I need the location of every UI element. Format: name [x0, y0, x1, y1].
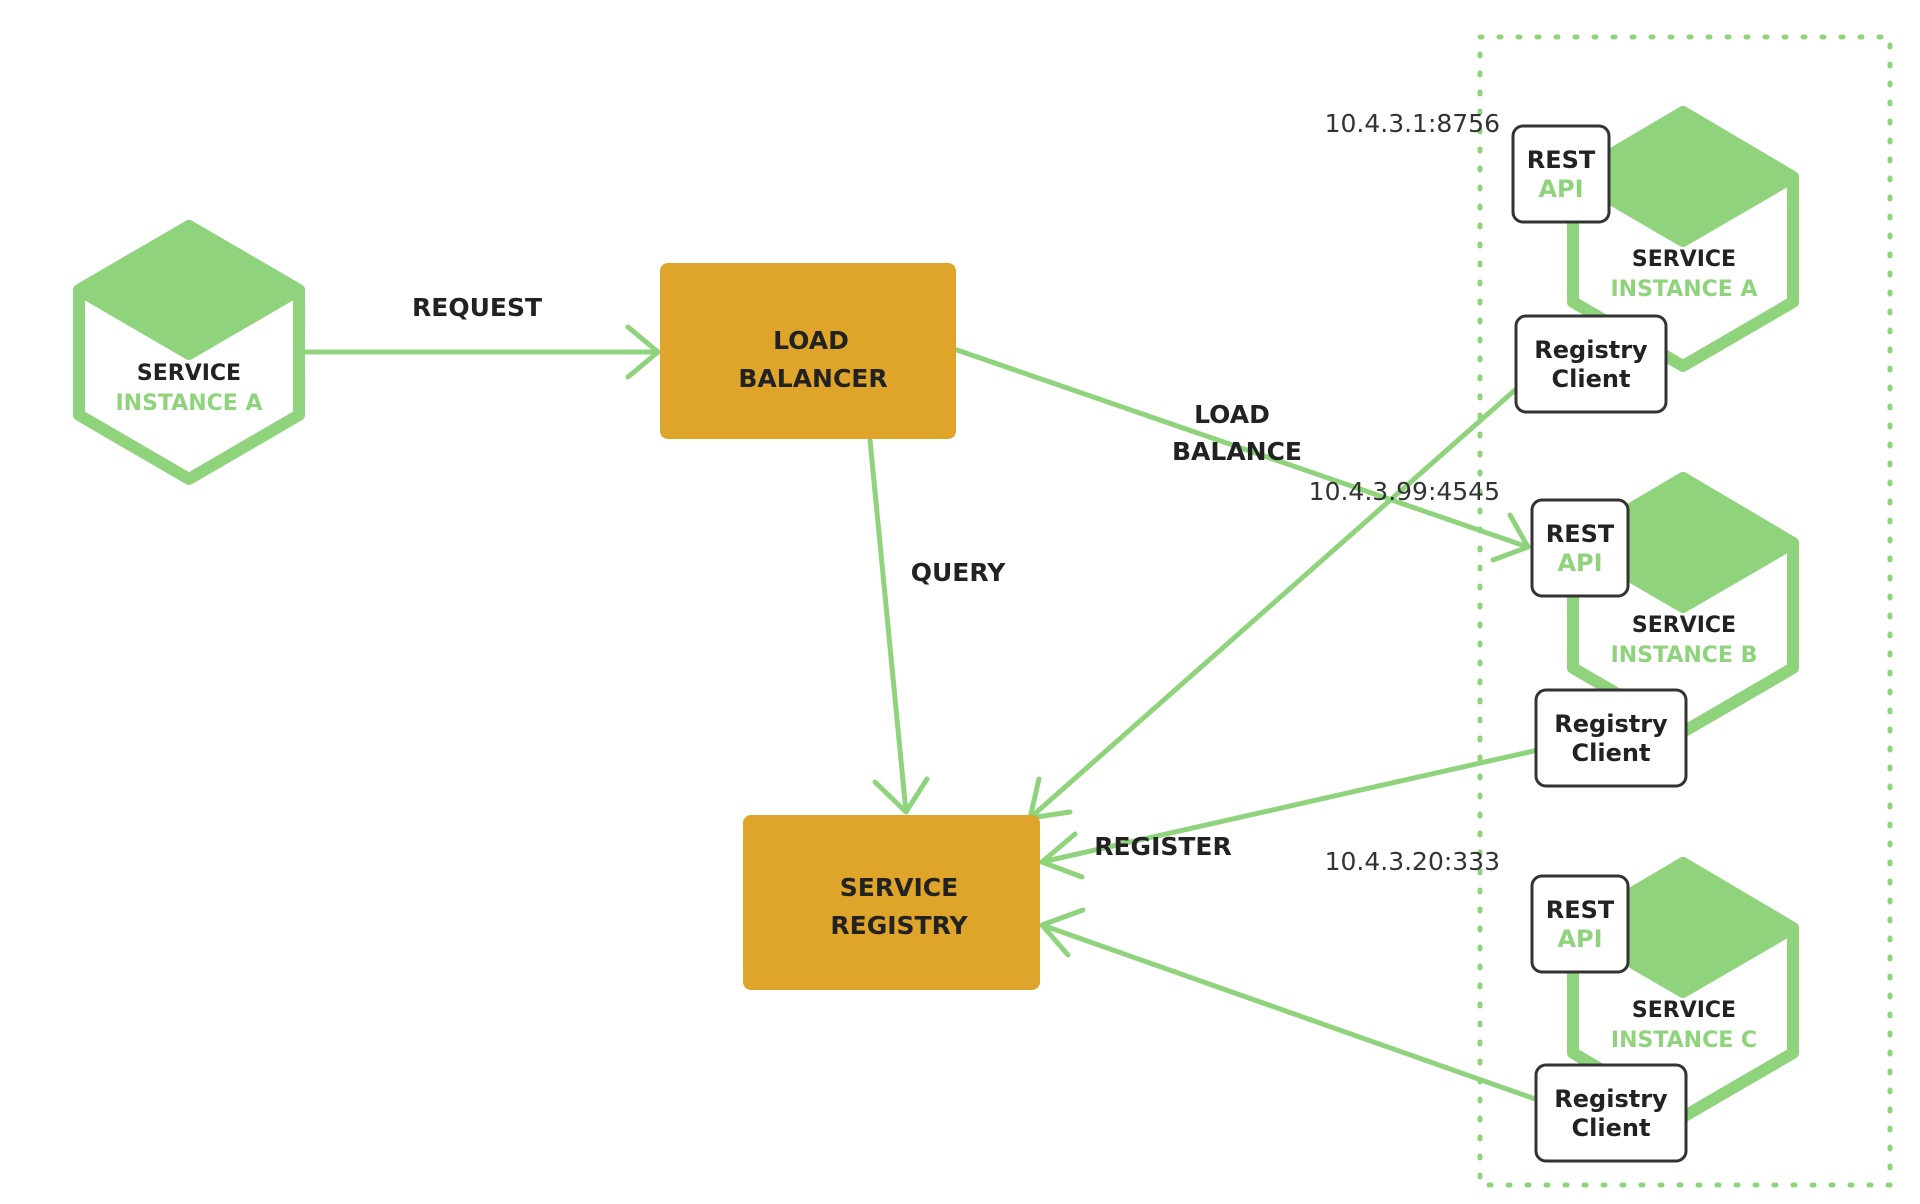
instance-a-registry-label: Registry	[1534, 336, 1648, 364]
instance-c-registry-label: Registry	[1554, 1085, 1668, 1113]
instance-c-title: SERVICE	[1632, 998, 1736, 1023]
client-title: SERVICE	[137, 361, 241, 386]
request-label: REQUEST	[412, 293, 542, 322]
register-arrowhead-c	[1039, 907, 1086, 958]
load-balancer-line1: LOAD	[773, 326, 849, 355]
query-edge	[867, 437, 909, 815]
instance-a-title: SERVICE	[1632, 247, 1736, 272]
instance-c-rest-api	[1530, 874, 1630, 974]
request-arrowhead	[625, 324, 661, 380]
instance-b-rest-api	[1530, 498, 1630, 598]
instance-a-rest-api	[1511, 124, 1611, 224]
instance-b-api-label: API	[1557, 549, 1602, 577]
instance-c-subtitle: INSTANCE C	[1611, 1028, 1757, 1053]
instance-b-registry-label: Registry	[1554, 710, 1668, 738]
instance-a-client-label: Client	[1552, 365, 1631, 393]
instance-a-api-label: API	[1538, 175, 1583, 203]
register-arrowhead-b	[1039, 831, 1085, 880]
instance-a-rest-label: REST	[1527, 146, 1596, 174]
register-edge-b	[1039, 747, 1541, 865]
client-hexagon-top	[73, 220, 305, 360]
load-balancer-line2: BALANCER	[738, 364, 887, 393]
load-balance-label-line1: LOAD	[1194, 400, 1270, 429]
instance-b-address: 10.4.3.99:4545	[1309, 477, 1500, 506]
instance-c-registry-client	[1534, 1063, 1688, 1163]
register-label: REGISTER	[1094, 832, 1232, 861]
register-edge-c	[1039, 922, 1541, 1103]
instance-c-api-label: API	[1557, 925, 1602, 953]
service-registry-box	[743, 815, 1040, 990]
instance-b-rest-label: REST	[1546, 520, 1615, 548]
register-edge-a	[1027, 387, 1518, 821]
instance-b-registry-client	[1534, 688, 1688, 788]
query-label: QUERY	[911, 558, 1007, 587]
load-balance-arrowhead	[1490, 512, 1531, 563]
load-balancer-node: LOAD BALANCER	[660, 263, 956, 439]
instance-a-subtitle: INSTANCE A	[1610, 277, 1757, 302]
instance-b-subtitle: INSTANCE B	[1611, 643, 1758, 668]
query-arrowhead	[872, 776, 930, 815]
client-subtitle: INSTANCE A	[115, 391, 262, 416]
instance-c-rest-label: REST	[1546, 896, 1615, 924]
instance-a-registry-client	[1514, 314, 1668, 414]
service-registry-node: SERVICE REGISTRY	[743, 815, 1040, 990]
instance-c-address: 10.4.3.20:333	[1325, 847, 1500, 876]
service-registry-line1: SERVICE	[840, 873, 958, 902]
service-registry-line2: REGISTRY	[830, 911, 968, 940]
client-service-node: SERVICE INSTANCE A	[73, 220, 305, 485]
instance-b-title: SERVICE	[1632, 613, 1736, 638]
load-balance-label-line2: BALANCE	[1172, 437, 1302, 466]
instance-a-address: 10.4.3.1:8756	[1325, 109, 1500, 138]
load-balancer-box	[660, 263, 956, 439]
service-instance-c: 10.4.3.20:333 SERVICE INSTANCE C REST AP…	[1325, 847, 1799, 1163]
instance-c-client-label: Client	[1572, 1114, 1651, 1142]
service-instance-b: 10.4.3.99:4545 SERVICE INSTANCE B REST A…	[1309, 472, 1799, 788]
service-instance-a: 10.4.3.1:8756 SERVICE INSTANCE A REST AP…	[1325, 106, 1799, 414]
load-balance-edge	[954, 347, 1531, 550]
instance-b-client-label: Client	[1572, 739, 1651, 767]
